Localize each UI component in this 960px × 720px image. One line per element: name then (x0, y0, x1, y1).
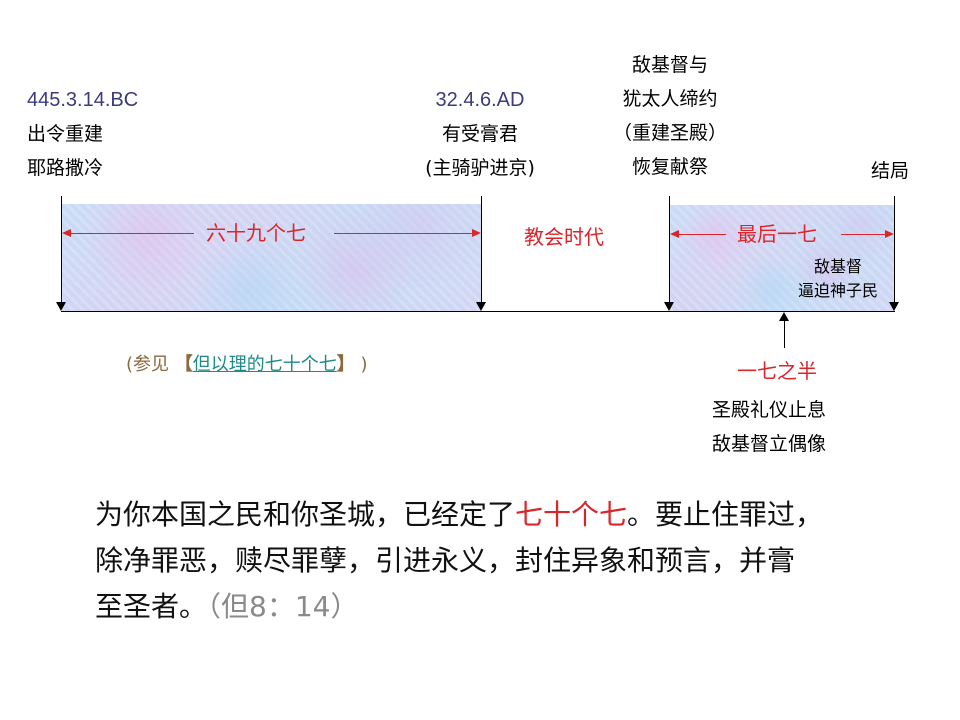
marker-covenant-line-3: （重建圣殿） (612, 122, 727, 144)
verse: 为你本国之民和你圣城，已经定了七十个七。要止住罪过， 除净罪恶，赎尽罪孽，引进永… (95, 492, 935, 630)
reference-prefix: (参见 (126, 354, 170, 375)
reference: (参见 【但以理的七十个七】 ) (126, 350, 368, 376)
marker-start-arrow-icon (56, 302, 66, 311)
marker-start-label: 445.3.14.BC 出令重建 耶路撒冷 (27, 83, 138, 185)
reference-close-bracket: 】 (336, 354, 355, 375)
marker-start-line-1: 出令重建 (27, 123, 104, 145)
daniel-seventy-sevens-link[interactable]: 但以理的七十个七 (192, 354, 337, 375)
timeline-baseline (61, 311, 895, 312)
span-church-age-label: 教会时代 (524, 225, 604, 249)
midpoint-line-1: 圣殿礼仪止息 (712, 399, 827, 421)
marker-messiah-line-1: 有受膏君 (441, 123, 518, 145)
span-last-seven-right-arrow-icon (885, 230, 894, 238)
marker-messiah-date: 32.4.6.AD (435, 89, 525, 111)
marker-end-line-1: 结局 (871, 160, 910, 182)
marker-end-arrow-icon (889, 302, 899, 311)
verse-part-2: 。要止住罪过， (627, 498, 824, 531)
span-last-seven-label: 最后一七 (737, 222, 817, 246)
marker-covenant-arrow-icon (664, 302, 674, 311)
last-seven-note: 敌基督 逼迫神子民 (778, 255, 898, 303)
marker-start-line-2: 耶路撒冷 (27, 157, 104, 179)
span-last-seven-right-line (841, 234, 886, 235)
marker-messiah-line-2: (主骑驴进京) (425, 157, 535, 179)
midpoint-arrow-icon (779, 312, 789, 321)
midpoint-line (784, 318, 785, 348)
marker-messiah-line (481, 196, 482, 304)
marker-start-line (61, 196, 62, 304)
span-last-seven-band (670, 205, 894, 311)
reference-open-bracket: 【 (174, 354, 193, 375)
reference-suffix: ) (360, 354, 368, 375)
verse-line-3-text: 至圣者。 (95, 590, 208, 623)
midpoint-line-2: 敌基督立偶像 (712, 433, 827, 455)
midpoint-label: 一七之半 (737, 359, 817, 383)
span-sixty-nine-left-line (66, 233, 194, 234)
span-sixty-nine-sevens-label: 六十九个七 (206, 221, 306, 245)
marker-covenant-line-2: 犹太人缔约 (622, 88, 718, 110)
span-sixty-nine-sevens-band (62, 204, 481, 311)
span-sixty-nine-right-line (334, 233, 474, 234)
marker-messiah-label: 32.4.6.AD 有受膏君 (主骑驴进京) (400, 83, 560, 185)
span-last-seven-left-line (674, 234, 726, 235)
marker-covenant-line (669, 196, 670, 304)
last-seven-note-line-1: 敌基督 (813, 257, 862, 276)
marker-end-label: 结局 (871, 154, 909, 188)
last-seven-note-line-2: 逼迫神子民 (797, 281, 878, 300)
marker-start-date: 445.3.14.BC (27, 89, 139, 111)
span-sixty-nine-right-arrow-icon (472, 229, 481, 237)
verse-line-2: 除净罪恶，赎尽罪孽，引进永义，封住异象和预言，并膏 (95, 544, 796, 577)
marker-end-line (894, 196, 895, 304)
marker-covenant-line-1: 敌基督与 (631, 54, 708, 76)
verse-highlight: 七十个七 (515, 498, 628, 531)
verse-line-3: 至圣者。（但8：14） (95, 584, 935, 630)
verse-line-1: 为你本国之民和你圣城，已经定了七十个七。要止住罪过， (95, 492, 935, 538)
verse-citation: （但8：14） (207, 590, 359, 623)
marker-covenant-label: 敌基督与 犹太人缔约 （重建圣殿） 恢复献祭 (590, 48, 750, 184)
verse-part-1: 为你本国之民和你圣城，已经定了 (95, 498, 516, 531)
marker-covenant-line-4: 恢复献祭 (631, 156, 708, 178)
marker-messiah-arrow-icon (476, 302, 486, 311)
midpoint-description: 圣殿礼仪止息 敌基督立偶像 (712, 393, 826, 461)
